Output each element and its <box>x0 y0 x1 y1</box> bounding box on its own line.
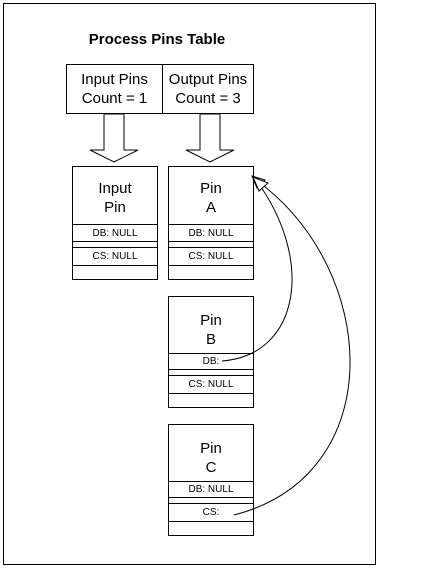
input-pin-db-field: DB: NULL <box>92 228 138 239</box>
input-pins-count: Count = 1 <box>81 90 148 107</box>
divider <box>73 241 157 242</box>
divider <box>169 481 253 482</box>
pin-a-db-field: DB: NULL <box>188 228 234 239</box>
divider <box>73 224 157 225</box>
input-pins-label: Input Pins <box>81 71 148 88</box>
pin-c-title-line1: Pin <box>200 440 222 457</box>
divider <box>169 503 253 504</box>
divider <box>169 247 253 248</box>
pin-a-box: Pin A DB: NULL CS: NULL <box>168 166 254 280</box>
divider <box>73 247 157 248</box>
divider <box>169 241 253 242</box>
diagram-frame <box>3 3 376 565</box>
divider <box>73 265 157 266</box>
pin-a-title-line2: A <box>205 199 216 216</box>
pin-b-cs-field: CS: NULL <box>188 379 234 390</box>
arrowhead-icon <box>252 176 269 192</box>
pin-c-box: Pin C DB: NULL CS: <box>168 424 254 536</box>
divider <box>169 497 253 498</box>
input-pin-title-line1: Input <box>98 180 132 197</box>
pin-b-db-link-curve <box>221 179 293 362</box>
diagram-title: Process Pins Table <box>88 31 226 48</box>
pin-b-title-line2: B <box>205 331 216 348</box>
divider <box>169 521 253 522</box>
pin-b-box: Pin B DB: CS: NULL <box>168 296 254 408</box>
input-pin-cs-field: CS: NULL <box>92 251 138 262</box>
pin-b-db-field: DB: <box>202 356 220 367</box>
down-block-arrow-input <box>89 113 139 163</box>
down-block-arrow-output <box>185 113 235 163</box>
pin-c-title-line2: C <box>205 459 217 476</box>
output-pins-count-cell: Output Pins Count = 3 <box>162 64 254 114</box>
pin-b-title-line1: Pin <box>200 312 222 329</box>
output-pins-label: Output Pins <box>168 71 248 88</box>
pin-a-title-line1: Pin <box>200 180 222 197</box>
input-pin-box: Input Pin DB: NULL CS: NULL <box>72 166 158 280</box>
divider <box>169 353 253 354</box>
pin-c-cs-link-curve <box>233 179 351 516</box>
divider <box>169 375 253 376</box>
divider <box>169 224 253 225</box>
pin-c-cs-field: CS: <box>202 507 220 518</box>
divider <box>169 393 253 394</box>
input-pin-title-line2: Pin <box>104 199 126 216</box>
input-pins-count-cell: Input Pins Count = 1 <box>66 64 163 114</box>
pin-c-db-field: DB: NULL <box>188 484 234 495</box>
divider <box>169 369 253 370</box>
pin-a-cs-field: CS: NULL <box>188 251 234 262</box>
output-pins-count: Count = 3 <box>175 90 241 107</box>
divider <box>169 265 253 266</box>
